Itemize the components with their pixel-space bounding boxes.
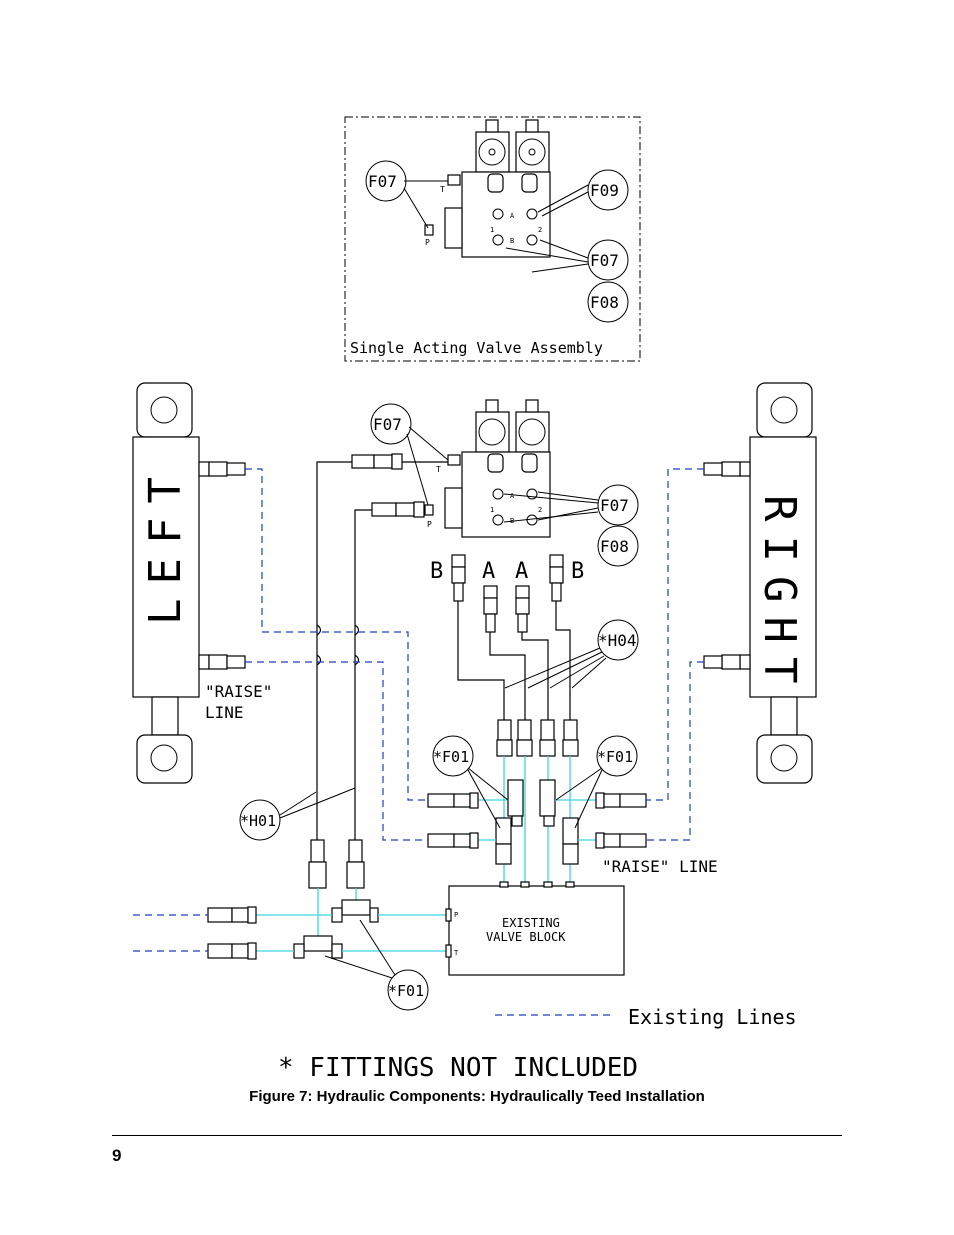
valve-block-label-2: VALVE BLOCK [486,930,566,944]
lower-hose-ends [496,719,579,757]
inset-callout-f08: F08 [590,293,619,312]
fitting-callout-right: *F01 [597,748,633,766]
hose-callout-h04: *H04 [598,631,637,650]
main-valve: T P A 1 B 2 [424,399,551,538]
main-port-1: 1 [490,506,494,514]
supply-fittings [207,906,257,960]
tee-callout-f01: *F01 [388,982,424,1000]
main-port-2: 2 [538,506,542,514]
outlet-label-a-right: A [515,559,528,584]
figure-caption: Figure 7: Hydraulic Components: Hydrauli… [249,1088,705,1105]
inset-valve-assembly: T P A 1 B 2 F07 F09 F07 F08 Single Actin… [344,116,641,362]
tee-fittings [495,779,579,865]
hydraulic-diagram: T P A 1 B 2 F07 F09 F07 F08 Single Actin… [132,116,817,1080]
main-diagram: LEFT RIGHT [132,382,817,1080]
block-port-t: T [454,949,459,957]
inset-callout-f07-bottom: F07 [590,251,619,270]
inset-port-p: P [425,238,430,247]
left-cylinder-label: LEFT [140,463,191,625]
outlet-label-b-right: B [571,559,584,584]
inset-title: Single Acting Valve Assembly [350,339,603,357]
inset-callout-f09: F09 [590,181,619,200]
inset-port-a: A [510,212,515,220]
outlet-label-a-left: A [482,559,495,584]
inset-port-2: 2 [538,226,542,234]
main-port-t: T [436,465,441,474]
outlet-fittings [451,554,564,633]
legend-label: Existing Lines [628,1005,797,1029]
fittings-note: * FITTINGS NOT INCLUDED [278,1053,638,1080]
hose-callout-h01: *H01 [240,812,276,830]
inset-port-t: T [440,185,445,194]
page-number: 9 [112,1146,122,1165]
main-port-a: A [510,492,515,500]
block-port-p: P [454,911,458,919]
main-port-p: P [427,520,432,529]
outlet-label-b-left: B [430,559,443,584]
inset-callout-f07-top: F07 [368,172,397,191]
inset-port-b: B [510,237,514,245]
footer-divider [112,1135,842,1136]
raise-line-left-1: "RAISE" [205,682,272,701]
main-callout-f07-top: F07 [373,415,402,434]
raise-line-left-2: LINE [205,703,244,722]
branch-fittings [427,792,647,849]
right-cylinder-label: RIGHT [754,495,805,697]
valve-block-label-1: EXISTING [502,916,560,930]
left-cylinder: LEFT [132,382,246,784]
existing-valve-block [448,885,625,976]
fitting-callout-left: *F01 [433,748,469,766]
right-cylinder: RIGHT [703,382,817,784]
inset-frame [344,116,641,362]
main-callout-f07-right: F07 [600,496,629,515]
inset-port-1: 1 [490,226,494,234]
raise-line-right: "RAISE" LINE [602,857,718,876]
main-callout-f08: F08 [600,537,629,556]
